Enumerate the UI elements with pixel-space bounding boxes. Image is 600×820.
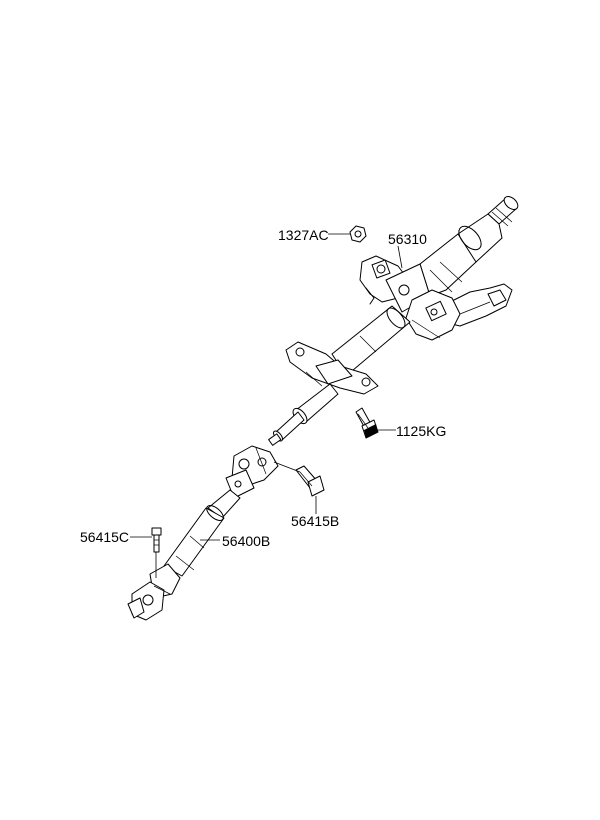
lower-column-shaft: [273, 383, 339, 442]
steering-column-assembly: [273, 195, 519, 442]
label-56415B: 56415B: [291, 513, 339, 529]
lower-bracket: [285, 341, 379, 395]
lock-body: [405, 289, 461, 341]
shaft-end-stud: [268, 433, 282, 446]
leader-56310: [397, 245, 403, 269]
intermediate-shaft: [127, 445, 279, 621]
bolt-56415C: [130, 527, 162, 578]
label-56400B: 56400B: [222, 533, 270, 549]
bolt-1125KG: [355, 407, 396, 439]
column-tube: [331, 305, 411, 377]
label-1327AC: 1327AC: [278, 227, 329, 243]
upper-universal-joint: [225, 445, 279, 499]
label-56415C: 56415C: [80, 529, 129, 545]
upper-column-housing: [419, 213, 503, 297]
upper-shaft-tip: [487, 195, 519, 227]
label-1125KG: 1125KG: [396, 423, 446, 439]
nut-1327AC: [328, 225, 367, 243]
lower-universal-joint: [127, 563, 181, 621]
bolt-56415B: [273, 461, 325, 514]
label-56310: 56310: [388, 231, 427, 247]
